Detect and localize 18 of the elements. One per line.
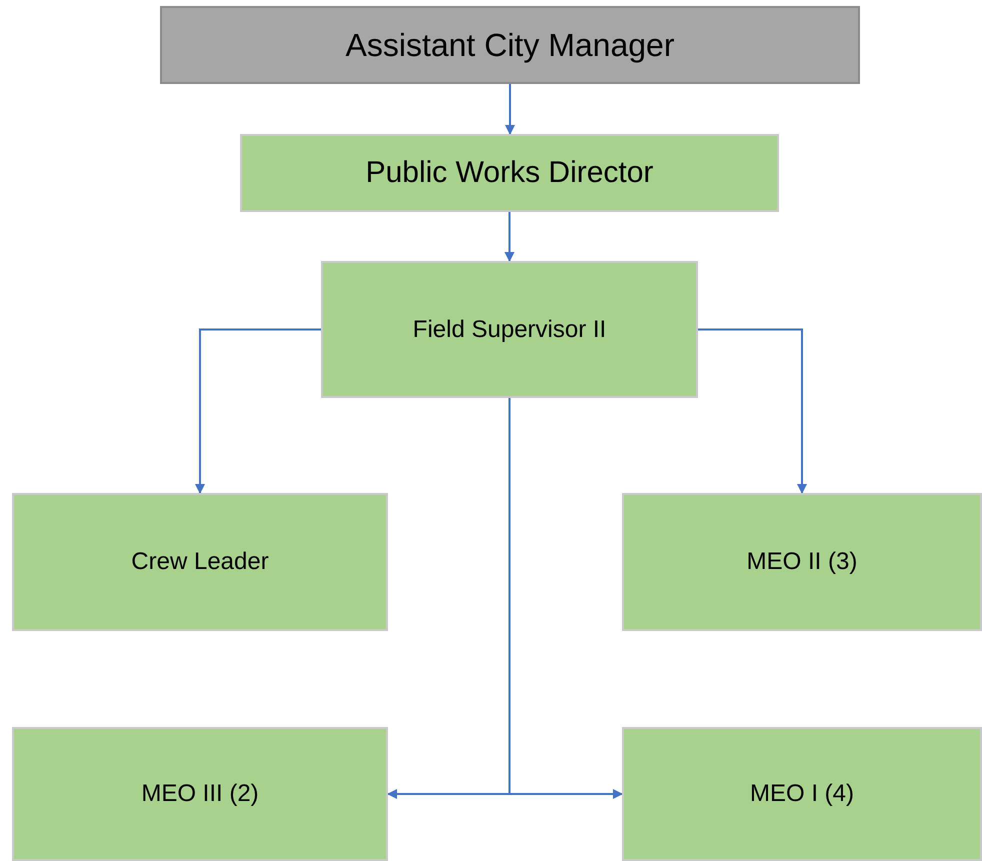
- org-box: [12, 493, 388, 631]
- org-box: [240, 134, 779, 212]
- role-title: Field Supervisor II: [412, 316, 606, 344]
- role-title: MEO II (3): [746, 548, 858, 576]
- connector-arrow: [504, 212, 514, 262]
- role-title: MEO III (2): [141, 780, 259, 808]
- org-box: [321, 261, 698, 398]
- role-title: Crew Leader: [131, 548, 269, 576]
- role-title: MEO I (4): [750, 780, 854, 808]
- role-title: Public Works Director: [366, 156, 654, 190]
- org-box: [622, 493, 982, 631]
- org-box: [622, 727, 982, 861]
- role-title: Assistant City Manager: [345, 26, 674, 64]
- connector-arrow: [698, 328, 807, 494]
- org-box: [12, 727, 388, 861]
- org-box: [160, 6, 860, 84]
- connector-arrow: [195, 328, 321, 494]
- connector-arrow: [505, 84, 515, 135]
